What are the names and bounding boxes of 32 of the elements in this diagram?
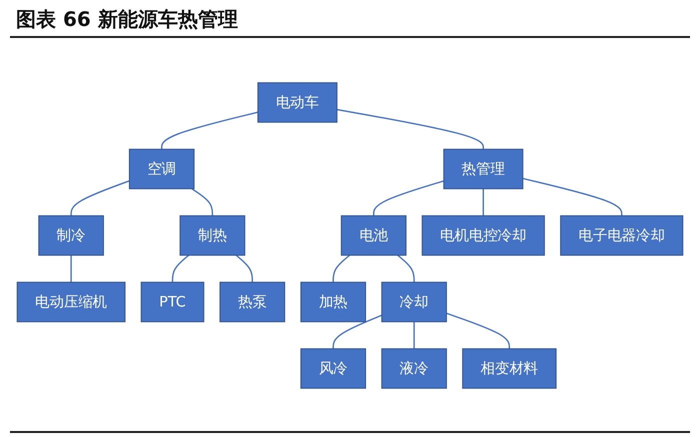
connector bbox=[192, 188, 214, 216]
node-box: 制冷 bbox=[38, 215, 104, 256]
node-box: 电池 bbox=[340, 215, 406, 256]
node-box: 空调 bbox=[128, 148, 195, 190]
connector bbox=[236, 254, 254, 282]
node-box: 加热 bbox=[300, 282, 366, 322]
connector bbox=[446, 312, 510, 349]
connector bbox=[482, 188, 484, 216]
node-box: 相变材料 bbox=[462, 348, 557, 389]
connector bbox=[332, 314, 382, 349]
connector bbox=[397, 254, 415, 282]
node-box: 冷却 bbox=[381, 282, 447, 322]
node-box: 制热 bbox=[180, 215, 246, 256]
node-box: 热管理 bbox=[443, 148, 524, 190]
node-box: 风冷 bbox=[300, 348, 366, 389]
node-box: PTC bbox=[140, 282, 204, 322]
node-box: 电子电器冷却 bbox=[560, 215, 684, 256]
connector bbox=[372, 180, 444, 216]
connector bbox=[70, 180, 130, 216]
connector bbox=[172, 254, 190, 282]
node-box: 热泵 bbox=[220, 282, 286, 322]
node-box: 电动车 bbox=[257, 82, 338, 123]
figure-title: 图表 66 新能源车热管理 bbox=[16, 6, 238, 33]
node-box: 电动压缩机 bbox=[16, 282, 126, 322]
node-box: 电机电控冷却 bbox=[422, 215, 545, 256]
connector bbox=[413, 322, 415, 349]
connector bbox=[332, 254, 350, 282]
node-box: 液冷 bbox=[381, 348, 447, 389]
connector bbox=[161, 112, 258, 150]
connector bbox=[522, 178, 622, 216]
connector bbox=[70, 255, 72, 282]
connector bbox=[336, 108, 484, 150]
